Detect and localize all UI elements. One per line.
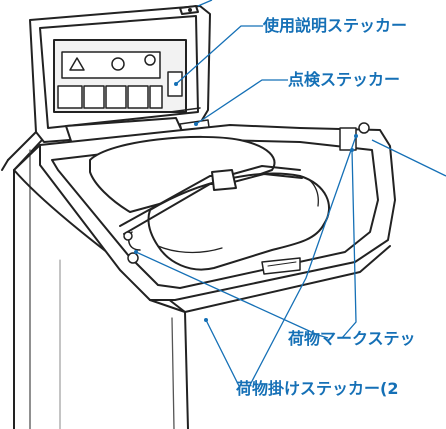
hook-sticker-right [339, 122, 370, 151]
hook-left [123, 231, 139, 264]
cargo-hook-sticker-label: 荷物掛けステッカー(2 [236, 379, 399, 398]
inspection-sticker-label: 点検ステッカー [288, 70, 401, 89]
manual-sticker-label: 使用説明ステッカー [263, 16, 408, 35]
changing-pad [89, 135, 330, 271]
manual-sticker-panel [53, 39, 187, 113]
safety-belt [119, 165, 303, 251]
cargo-mark-sticker-label: 荷物マークステッ [288, 329, 416, 348]
leader-lines [135, 0, 446, 389]
